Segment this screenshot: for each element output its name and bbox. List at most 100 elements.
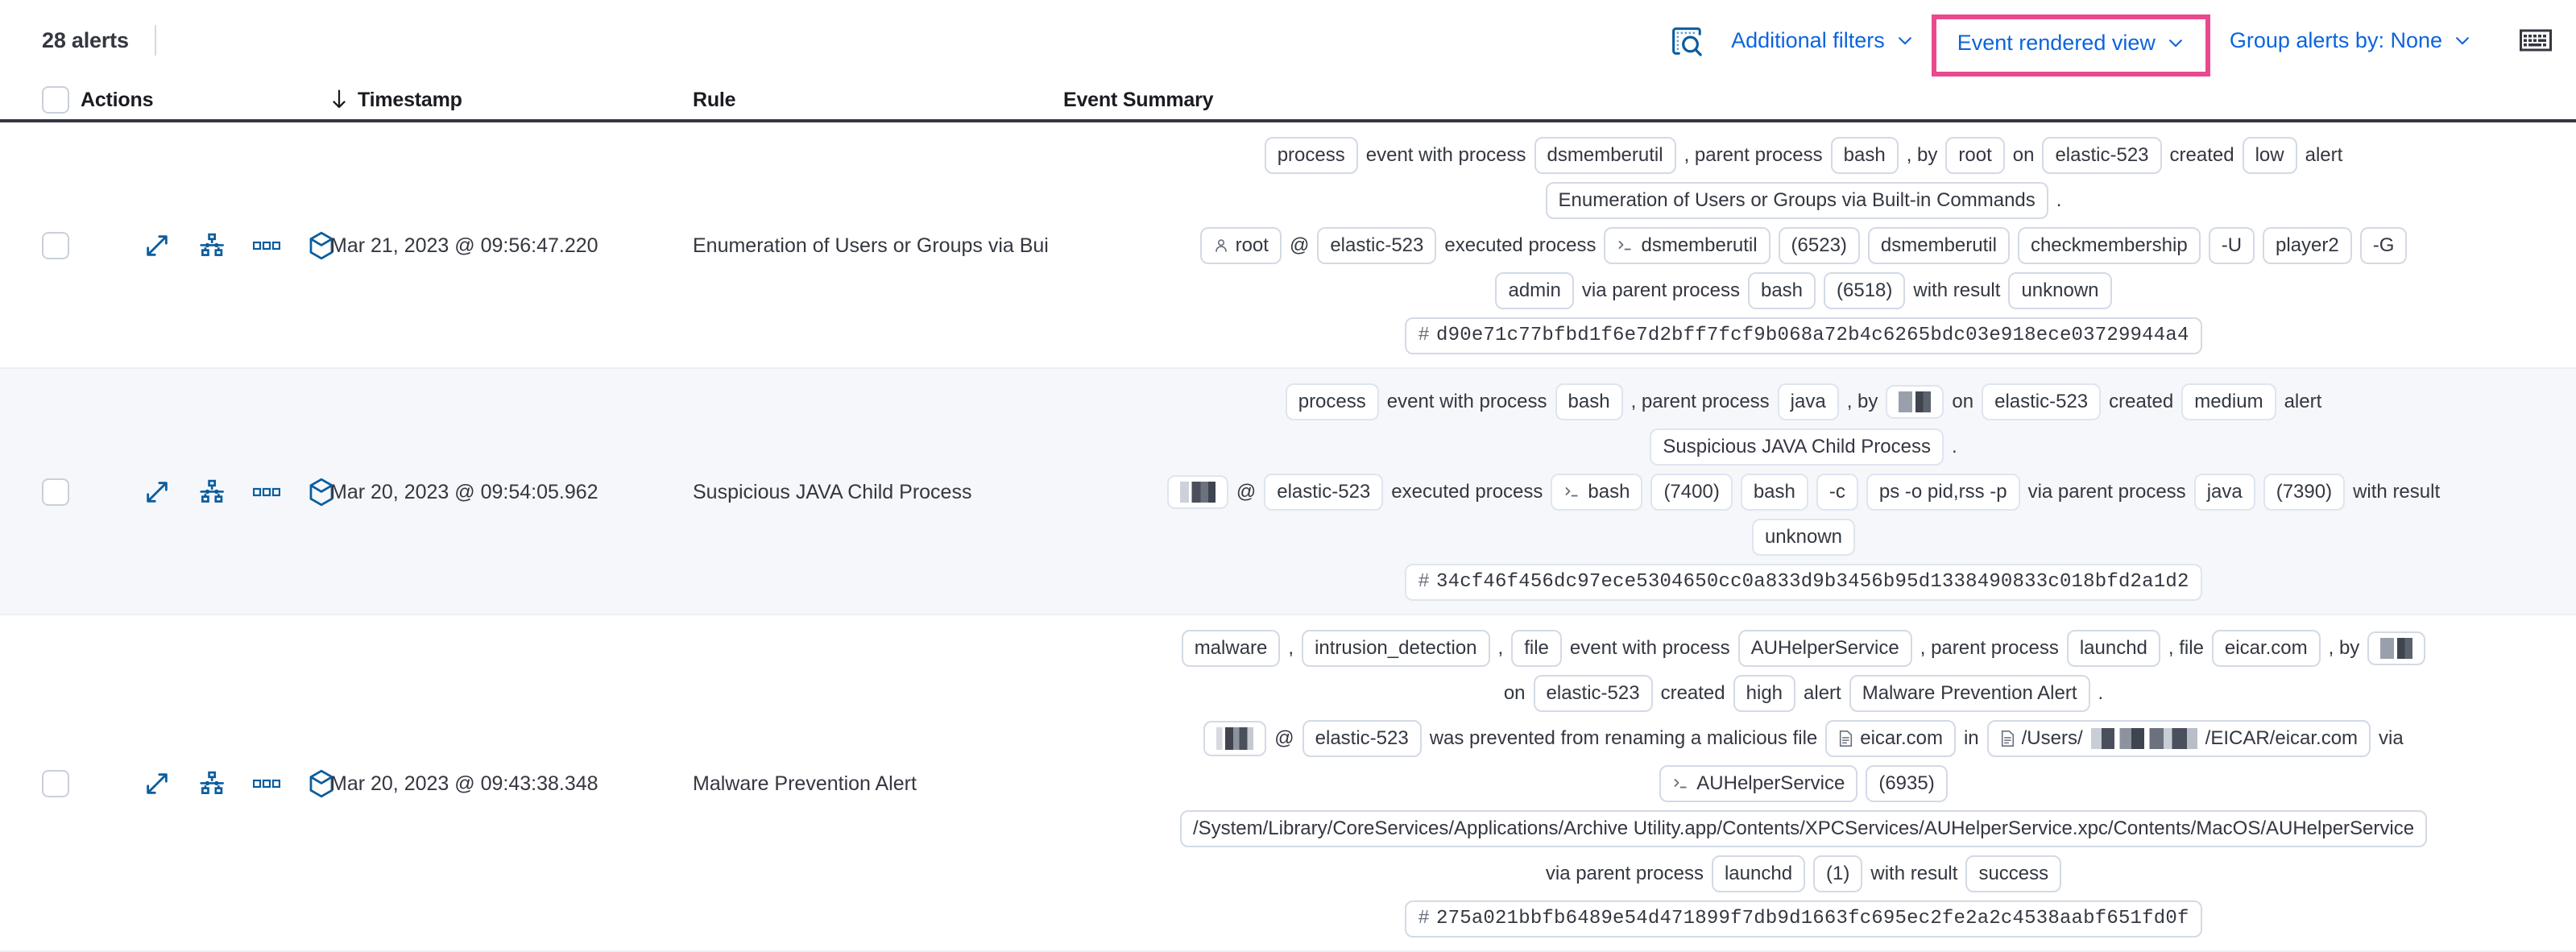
summary-chip-label: (7400) [1663,481,1720,503]
row-select-checkbox[interactable] [42,232,69,259]
summary-value-chip[interactable]: Suspicious JAVA Child Process [1650,428,1944,466]
summary-value-chip[interactable]: medium [2181,383,2276,420]
more-actions-icon[interactable] [253,777,280,790]
summary-value-chip[interactable]: elastic-523 [1317,227,1437,264]
summary-value-chip[interactable]: admin [1495,272,1574,309]
summary-value-chip[interactable]: dsmemberutil [1604,227,1770,264]
event-rendered-view-button[interactable]: Event rendered view [1944,23,2197,64]
summary-value-chip[interactable]: (6518) [1824,272,1906,309]
session-view-icon[interactable] [308,231,335,260]
summary-value-chip[interactable]: eicar.com [1825,720,1956,757]
summary-value-chip[interactable]: dsmemberutil [1534,137,1676,174]
more-actions-icon[interactable] [253,486,280,499]
summary-value-chip[interactable]: player2 [2263,227,2352,264]
summary-text: alert [2305,144,2343,166]
summary-value-chip[interactable]: file [1511,630,1562,667]
summary-value-chip[interactable]: AUHelperService [1659,765,1858,802]
expand-icon[interactable] [143,770,171,797]
summary-value-chip[interactable]: success [1965,855,2062,892]
inspect-search-icon[interactable] [1667,22,1704,59]
analyzer-icon[interactable] [198,232,226,259]
analyzer-icon[interactable] [198,770,226,797]
summary-value-chip[interactable]: root [1945,137,2005,174]
summary-value-chip[interactable]: bash [1747,272,1816,309]
summary-value-chip[interactable]: unknown [1751,519,1856,556]
summary-value-chip[interactable]: bash [1740,474,1808,511]
summary-value-chip[interactable]: elastic-523 [1533,675,1653,712]
summary-value-chip[interactable]: elastic-523 [1264,474,1384,511]
summary-value-chip[interactable]: (7400) [1650,474,1733,511]
alerts-table: Actions Timestamp Rule Event Summary Mar… [0,81,2576,952]
summary-chip-label: bash [1568,391,1610,412]
keyboard-icon[interactable] [2520,28,2552,52]
summary-text: on [1503,682,1526,704]
summary-chip-label: -G [2372,234,2395,256]
summary-value-chip[interactable]: (6935) [1866,765,1948,802]
column-header-timestamp[interactable]: Timestamp [330,89,693,112]
summary-chip-label: bash [1843,144,1886,166]
expand-icon[interactable] [143,478,171,506]
summary-value-chip[interactable]: -c [1816,474,1858,511]
summary-value-chip[interactable]: process [1285,383,1379,420]
summary-chip-label: dsmemberutil [1547,144,1663,166]
summary-chip-label: Malware Prevention Alert [1862,682,2077,704]
summary-value-chip[interactable]: bash [1555,383,1623,420]
redacted-value-chip[interactable] [1203,721,1267,756]
summary-value-chip[interactable]: Malware Prevention Alert [1849,675,2090,712]
group-alerts-by-label: Group alerts by: None [2229,27,2442,52]
session-view-icon[interactable] [308,478,335,507]
row-select-checkbox[interactable] [42,478,69,506]
redaction-block [2380,638,2413,659]
summary-value-chip[interactable]: ps -o pid,rss -p [1866,474,2020,511]
expand-icon[interactable] [143,232,171,259]
summary-value-chip[interactable]: -G [2359,227,2408,264]
summary-value-chip[interactable]: unknown [2008,272,2112,309]
summary-value-chip[interactable]: launchd [1711,855,1806,892]
summary-value-chip[interactable]: eicar.com [2211,630,2321,667]
session-view-icon[interactable] [308,769,335,798]
summary-chip-label: ps -o pid,rss -p [1878,481,2007,503]
redacted-value-chip[interactable] [2367,631,2426,665]
summary-value-chip[interactable]: #d90e71c77bfbd1f6e7d2bff7fcf9b068a72b4c6… [1405,317,2202,354]
summary-value-chip[interactable]: #34cf46f456dc97ece5304650cc0a833d9b3456b… [1405,564,2202,601]
summary-value-chip[interactable]: (6523) [1778,227,1860,264]
summary-value-chip[interactable]: #275a021bbfb6489e54d471899f7db9d1663fc69… [1405,900,2202,938]
redaction-block [1179,482,1216,503]
analyzer-icon[interactable] [198,478,226,506]
summary-value-chip[interactable]: java [2193,474,2255,511]
summary-value-chip[interactable]: elastic-523 [1302,720,1422,757]
summary-value-chip[interactable]: (7390) [2263,474,2346,511]
summary-value-chip[interactable]: /System/Library/CoreServices/Application… [1179,810,2428,847]
summary-value-chip[interactable]: intrusion_detection [1302,630,1490,667]
summary-value-chip[interactable]: dsmemberutil [1867,227,2010,264]
summary-value-chip[interactable]: elastic-523 [2042,137,2162,174]
redacted-value-chip[interactable] [1166,475,1228,509]
row-select-checkbox[interactable] [42,770,69,797]
more-actions-icon[interactable] [253,239,280,252]
redacted-value-chip[interactable] [1886,385,1944,419]
summary-value-chip[interactable]: launchd [2066,630,2160,667]
summary-value-chip[interactable]: AUHelperService [1737,630,1912,667]
summary-value-chip[interactable]: low [2242,137,2297,174]
summary-value-chip[interactable]: malware [1181,630,1281,667]
summary-value-chip[interactable]: bash [1551,474,1643,511]
select-all-checkbox[interactable] [42,86,69,114]
additional-filters-button[interactable]: Additional filters [1718,20,1927,61]
summary-value-chip[interactable]: java [1777,383,1839,420]
summary-value-chip[interactable]: /Users//EICAR/eicar.com [1986,720,2371,757]
console-icon [1617,238,1634,254]
summary-value-chip[interactable]: Enumeration of Users or Groups via Built… [1545,182,2048,219]
summary-value-chip[interactable]: checkmembership [2017,227,2201,264]
summary-value-chip[interactable]: -U [2208,227,2255,264]
group-alerts-by-button[interactable]: Group alerts by: None [2217,20,2484,61]
summary-value-chip[interactable]: bash [1830,137,1899,174]
summary-value-chip[interactable]: elastic-523 [1982,383,2102,420]
summary-text: . [2098,682,2104,704]
summary-value-chip[interactable]: root [1199,227,1282,264]
summary-value-chip[interactable]: (1) [1813,855,1863,892]
summary-value-chip[interactable]: high [1733,675,1796,712]
summary-value-chip[interactable]: process [1264,137,1358,174]
